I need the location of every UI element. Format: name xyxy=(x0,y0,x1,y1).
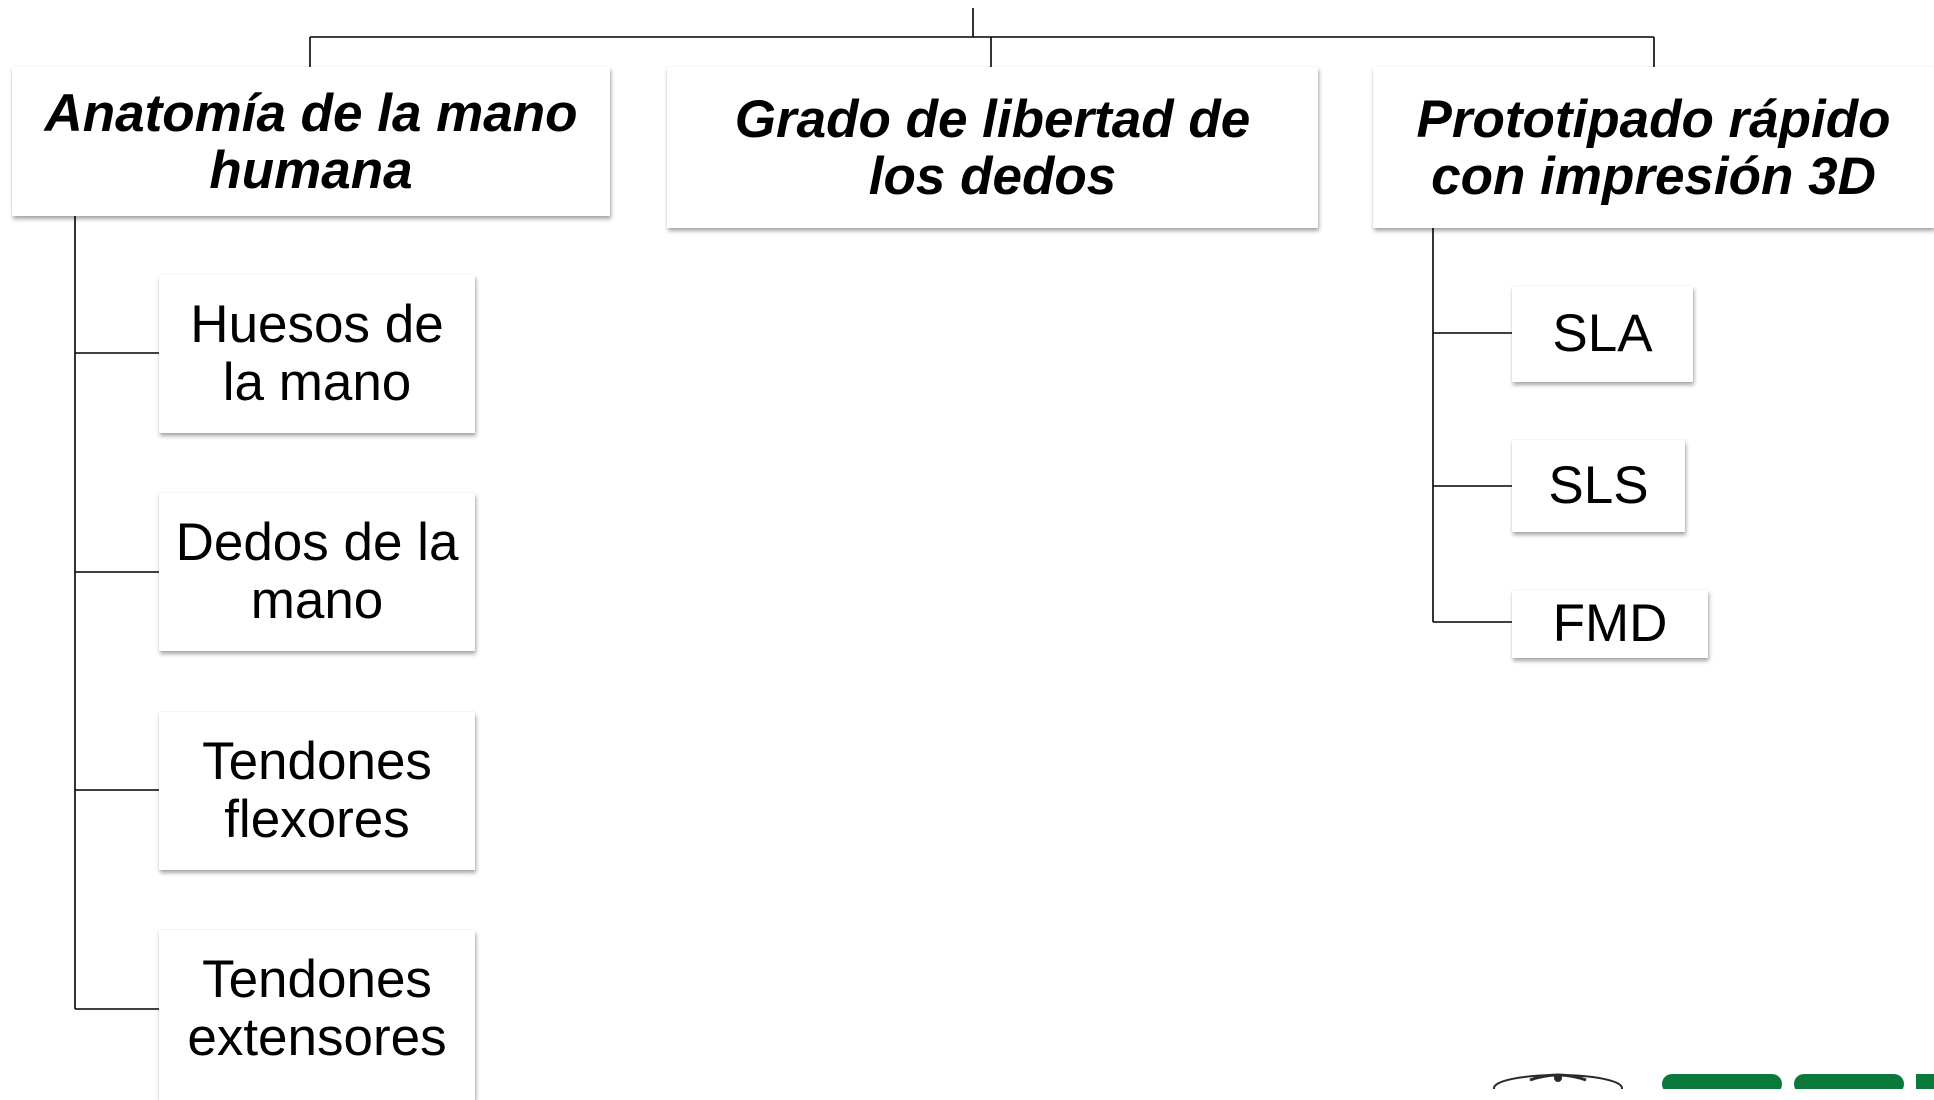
node-tendones-extensores: Tendones extensores xyxy=(159,930,475,1100)
node-dedos: Dedos de la mano xyxy=(159,493,475,651)
node-huesos: Huesos de la mano xyxy=(159,275,475,433)
node-sls: SLS xyxy=(1512,440,1685,532)
node-sla: SLA xyxy=(1512,286,1693,382)
institution-logo xyxy=(1488,1068,1934,1089)
node-prototipado: Prototipado rápido con impresión 3D xyxy=(1373,67,1934,228)
node-grado-libertad: Grado de libertad de los dedos xyxy=(667,67,1318,228)
node-anatomia: Anatomía de la mano humana xyxy=(12,67,610,216)
node-fmd: FMD xyxy=(1512,590,1708,658)
node-tendones-flexores: Tendones flexores xyxy=(159,712,475,870)
